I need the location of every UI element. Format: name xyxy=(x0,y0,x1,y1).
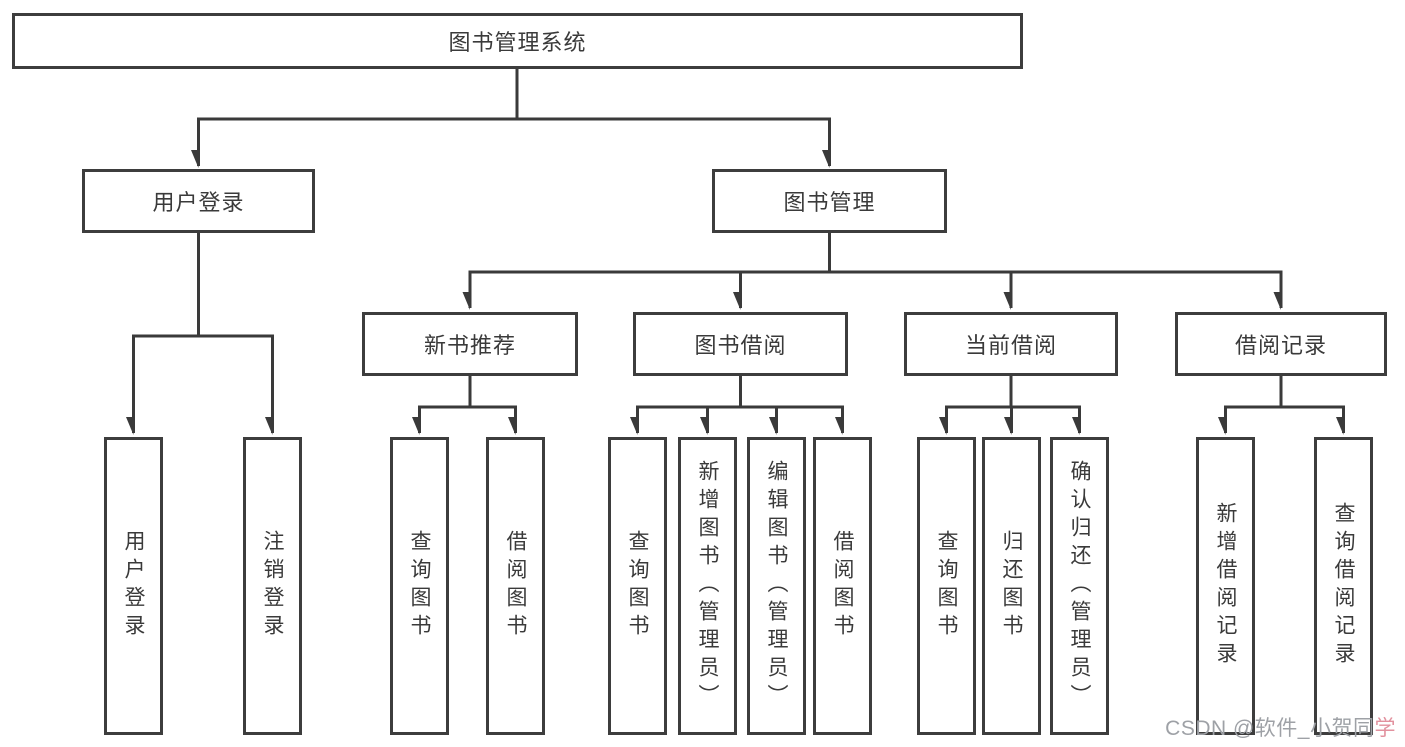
leaf-add-borrow-record: 新增借阅记录 xyxy=(1196,437,1255,735)
leaf-borrow-books-recommend-label: 借阅图书 xyxy=(504,530,527,642)
node-current-borrowing: 当前借阅 xyxy=(904,312,1118,376)
leaf-add-borrow-record-label: 新增借阅记录 xyxy=(1214,502,1237,670)
leaf-return-books-label: 归还图书 xyxy=(1000,530,1023,642)
node-root-label: 图书管理系统 xyxy=(448,30,587,55)
watermark-csdn: CSDN @软件_小贺同学 xyxy=(1165,712,1396,742)
leaf-borrow-books-label: 借阅图书 xyxy=(831,530,854,642)
leaf-query-borrow-record: 查询借阅记录 xyxy=(1314,437,1373,735)
node-new-book-recommend-label: 新书推荐 xyxy=(423,333,516,358)
leaf-query-borrow-record-label: 查询借阅记录 xyxy=(1332,502,1355,670)
leaf-borrow-books-recommend: 借阅图书 xyxy=(486,437,545,735)
node-current-borrowing-label: 当前借阅 xyxy=(964,333,1057,358)
leaf-confirm-return-admin-label: 确认归还（管理员） xyxy=(1068,460,1091,712)
leaf-add-books-admin-label: 新增图书（管理员） xyxy=(696,460,719,712)
leaf-logout-label: 注销登录 xyxy=(261,530,284,642)
leaf-query-books-borrowing: 查询图书 xyxy=(608,437,667,735)
leaf-add-books-admin: 新增图书（管理员） xyxy=(678,437,737,735)
connector-book-borrow-trunk xyxy=(637,376,843,409)
connector-borrow-record-trunk xyxy=(1225,376,1344,409)
leaf-return-books: 归还图书 xyxy=(982,437,1041,735)
leaf-edit-books-admin-label: 编辑图书（管理员） xyxy=(765,460,788,712)
watermark-accent-char: 学 xyxy=(1374,717,1396,740)
leaf-query-books-current: 查询图书 xyxy=(917,437,976,735)
node-root-system: 图书管理系统 xyxy=(12,13,1023,69)
node-borrowing-records-label: 借阅记录 xyxy=(1234,333,1327,358)
watermark-text: CSDN @软件_小贺同 xyxy=(1165,717,1375,740)
leaf-query-books-current-label: 查询图书 xyxy=(935,530,958,642)
node-book-management: 图书管理 xyxy=(712,169,947,233)
leaf-user-login: 用户登录 xyxy=(104,437,163,735)
node-new-book-recommend: 新书推荐 xyxy=(362,312,578,376)
node-user-login: 用户登录 xyxy=(82,169,315,233)
leaf-query-books-borrowing-label: 查询图书 xyxy=(626,530,649,642)
leaf-user-login-label: 用户登录 xyxy=(122,530,145,642)
connector-root-trunk xyxy=(198,69,830,121)
leaf-confirm-return-admin: 确认归还（管理员） xyxy=(1050,437,1109,735)
connector-user-login-trunk xyxy=(133,233,273,338)
leaf-logout: 注销登录 xyxy=(243,437,302,735)
leaf-query-books-recommend: 查询图书 xyxy=(390,437,449,735)
leaf-edit-books-admin: 编辑图书（管理员） xyxy=(747,437,806,735)
node-borrowing-records: 借阅记录 xyxy=(1175,312,1387,376)
connector-new-book-trunk xyxy=(419,376,516,409)
node-user-login-label: 用户登录 xyxy=(152,190,245,215)
node-book-borrowing-label: 图书借阅 xyxy=(694,333,787,358)
connector-current-borrow-trunk xyxy=(946,376,1080,409)
leaf-borrow-books: 借阅图书 xyxy=(813,437,872,735)
node-book-borrowing: 图书借阅 xyxy=(633,312,848,376)
connector-book-mgmt-trunk xyxy=(470,233,1281,274)
leaf-query-books-recommend-label: 查询图书 xyxy=(408,530,431,642)
node-book-management-label: 图书管理 xyxy=(783,190,876,215)
